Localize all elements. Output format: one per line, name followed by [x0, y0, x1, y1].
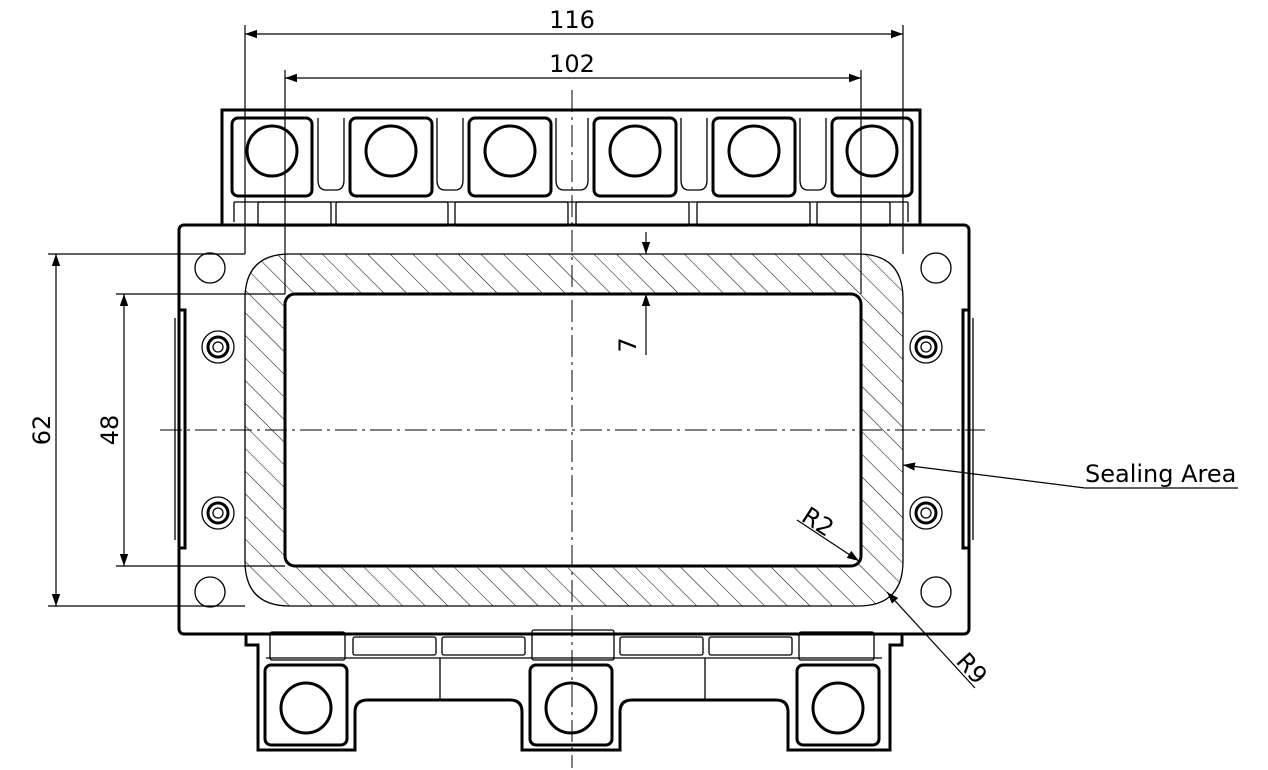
mounting-hole-bottom-right [920, 576, 952, 608]
sealing-area-callout: Sealing Area [902, 460, 1238, 489]
dimension-seal-width: 7 [614, 232, 651, 355]
dimension-label-7: 7 [614, 337, 642, 352]
dimension-width-inner: 102 [284, 50, 862, 294]
dimension-label-62: 62 [28, 415, 56, 446]
dimension-height-outer: 62 [28, 253, 245, 607]
screw-hole-left-upper [201, 330, 235, 364]
radius-label-r2: R2 [797, 502, 839, 543]
dimension-label-102: 102 [549, 50, 595, 78]
mounting-hole-top-left [194, 252, 226, 284]
top-terminal-2 [348, 116, 434, 198]
right-rail [961, 308, 969, 550]
top-terminal-6 [830, 116, 914, 198]
dimension-label-48: 48 [96, 415, 124, 446]
bottom-terminal-2 [528, 663, 614, 747]
sealing-area-label: Sealing Area [1085, 460, 1236, 488]
top-terminal-5 [711, 116, 797, 198]
screw-hole-left-lower [201, 496, 235, 530]
dimension-height-inner: 48 [96, 293, 285, 567]
dimension-label-116: 116 [549, 6, 595, 34]
bottom-terminal-1 [263, 663, 349, 747]
screw-hole-right-upper [909, 330, 943, 364]
top-terminal-3 [467, 116, 553, 198]
mounting-hole-top-right [920, 252, 952, 284]
screw-hole-right-lower [909, 496, 943, 530]
dimension-width-outer: 116 [244, 6, 904, 254]
top-terminal-1 [230, 116, 314, 198]
radius-label-r9: R9 [951, 647, 993, 689]
radius-r2: R2 [796, 502, 860, 562]
top-terminal-block [220, 108, 922, 227]
mounting-hole-bottom-left [194, 576, 226, 608]
left-rail [179, 308, 187, 550]
bottom-terminal-block [244, 629, 904, 752]
bottom-terminal-3 [795, 663, 881, 747]
top-terminal-4 [592, 116, 678, 198]
